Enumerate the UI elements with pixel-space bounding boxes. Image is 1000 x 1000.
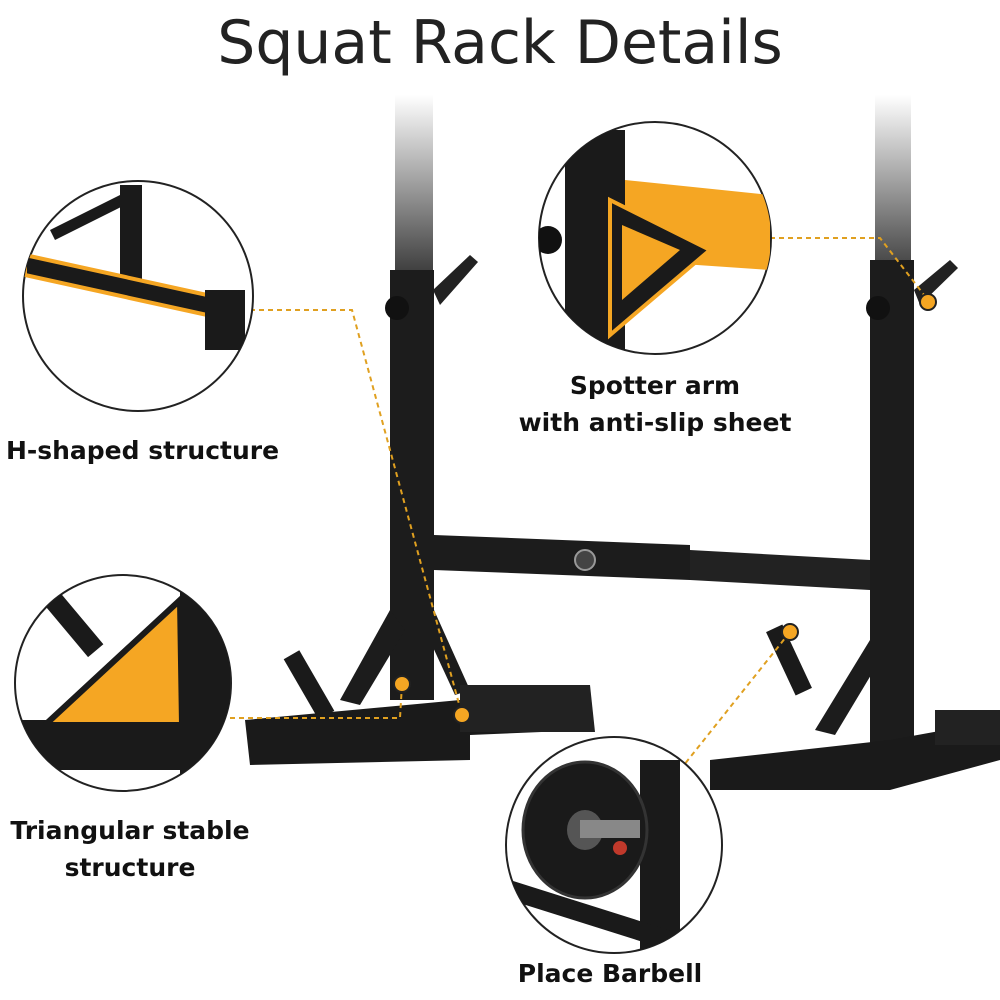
callout-triangular-line1: Triangular stable — [10, 816, 250, 845]
callout-spotter: Spotter arm with anti-slip sheet — [500, 367, 810, 441]
left-stand — [245, 95, 595, 765]
callout-triangular-line2: structure — [64, 853, 196, 882]
leader-lines — [230, 237, 929, 771]
highlight-dots — [393, 293, 937, 724]
callout-spotter-line1: Spotter arm — [569, 371, 741, 400]
page-title: Squat Rack Details — [217, 8, 783, 78]
callout-barbell: Place Barbell — [517, 959, 703, 988]
callout-triangular: Triangular stable structure — [0, 812, 260, 886]
detail-circle-plate — [505, 736, 723, 954]
callout-spotter-line2: with anti-slip sheet — [518, 408, 792, 437]
callout-h-shaped: H-shaped structure — [5, 436, 280, 465]
detail-circle-spotter — [538, 121, 772, 355]
detail-circle-triangular — [14, 574, 232, 792]
crossbar — [434, 535, 870, 590]
detail-circle-h-shaped — [22, 180, 254, 412]
